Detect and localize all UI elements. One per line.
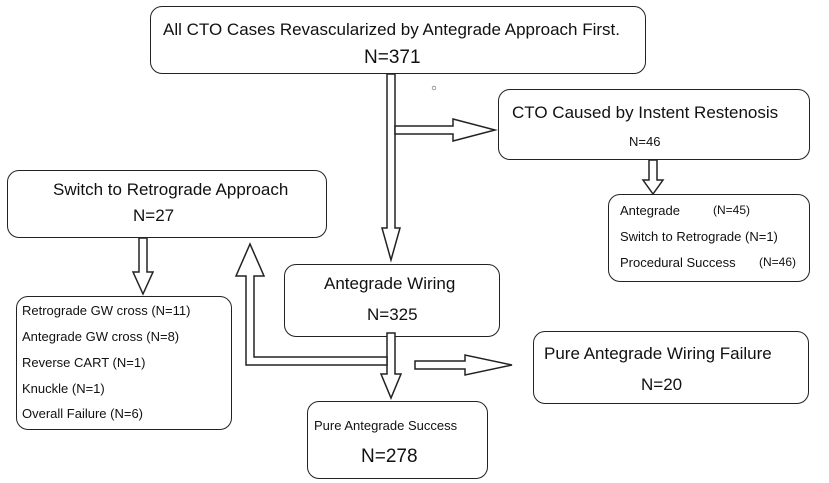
node-instent-restenosis-title: CTO Caused by Instent Restenosis: [512, 103, 779, 122]
node-switch-retrograde-count: N=27: [133, 206, 175, 225]
isr-item-antegrade-count: (N=45): [713, 203, 751, 217]
node-antegrade-wiring-title: Antegrade Wiring: [324, 274, 456, 293]
node-antegrade-success-count: N=278: [361, 446, 418, 467]
retro-item-2: Reverse CART (N=1): [22, 355, 146, 370]
node-instent-restenosis-count: N=46: [629, 134, 661, 149]
arrow-top-to-antegrade: [381, 73, 401, 263]
node-retrograde-details: [16, 296, 232, 430]
node-isr-details: [608, 194, 810, 282]
node-antegrade-wiring-count: N=325: [367, 305, 418, 324]
node-wiring-failure-title: Pure Antegrade Wiring Failure: [544, 344, 772, 363]
node-switch-retrograde-title: Switch to Retrograde Approach: [53, 180, 289, 199]
arrow-antegrade-to-success: [379, 332, 403, 400]
retro-item-4: Overall Failure (N=6): [22, 406, 144, 421]
node-all-cto-cases-count: N=371: [364, 47, 421, 68]
node-instent-restenosis: [498, 89, 810, 160]
isr-item-switch: Switch to Retrograde (N=1): [620, 229, 778, 244]
arrow-top-to-isr: [394, 118, 498, 142]
node-wiring-failure-count: N=20: [641, 375, 683, 394]
retro-item-3: Knuckle (N=1): [22, 381, 105, 396]
node-switch-retrograde: [7, 170, 327, 238]
node-wiring-failure: [533, 331, 809, 404]
isr-item-antegrade: Antegrade: [620, 203, 680, 218]
arrow-isr-to-details: [641, 159, 665, 196]
arrow-antegrade-to-failure: [414, 354, 513, 376]
retro-item-1: Antegrade GW cross (N=8): [22, 329, 180, 344]
retro-item-0: Retrograde GW cross (N=11): [22, 303, 191, 318]
node-antegrade-success-title: Pure Antegrade Success: [314, 418, 458, 433]
node-all-cto-cases: [150, 6, 646, 74]
node-all-cto-cases-title: All CTO Cases Revascularized by Antegrad…: [163, 20, 621, 39]
arrow-antegrade-to-retrograde: [234, 242, 388, 366]
isr-item-success: Procedural Success: [620, 255, 736, 270]
isr-item-success-count: (N=46): [759, 255, 797, 269]
arrow-retro-to-details: [131, 237, 155, 296]
node-antegrade-success: [307, 401, 488, 479]
